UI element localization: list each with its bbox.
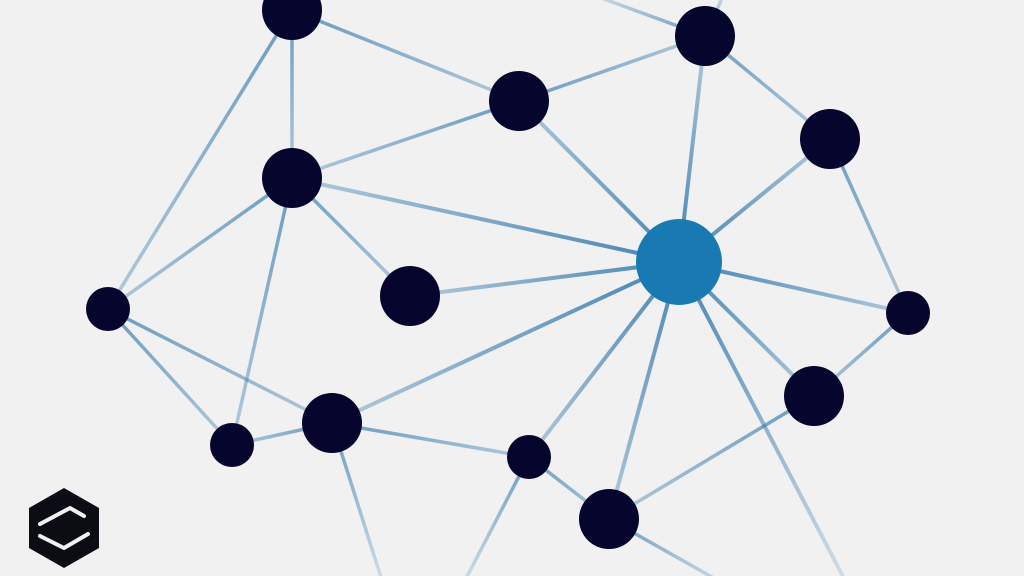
node-n-right-lower bbox=[784, 366, 844, 426]
edge-n-upper-center-to-n-left-center bbox=[290, 99, 521, 180]
edge-n-lower-center-to-offscreen-bottom-mid bbox=[465, 455, 531, 576]
nodes-layer bbox=[86, 0, 930, 549]
node-n-top-left bbox=[262, 0, 322, 40]
edge-n-right-upper-to-n-far-right bbox=[828, 137, 910, 315]
edge-n-lower-left-to-n-lower-center bbox=[330, 421, 531, 459]
node-n-lower-center bbox=[507, 435, 551, 479]
node-n-left-center bbox=[262, 148, 322, 208]
node-n-center bbox=[380, 266, 440, 326]
edge-n-top-left-to-n-upper-center bbox=[290, 8, 521, 103]
edge-n-far-left-to-n-small-left bbox=[106, 307, 234, 447]
node-n-small-left bbox=[210, 423, 254, 467]
edge-hub-to-n-bottom-center bbox=[607, 260, 681, 521]
edge-n-far-left-to-n-lower-left bbox=[106, 307, 334, 425]
edge-n-left-center-to-n-small-left bbox=[230, 176, 294, 447]
edge-n-left-center-to-n-far-left bbox=[106, 176, 294, 311]
hub-node bbox=[636, 219, 722, 305]
cube-logo-icon bbox=[29, 488, 99, 568]
node-n-far-right bbox=[886, 291, 930, 335]
node-n-right-upper bbox=[800, 109, 860, 169]
node-n-bottom-center bbox=[579, 489, 639, 549]
edge-n-top-left-to-n-far-left bbox=[106, 8, 294, 311]
node-n-top-right bbox=[675, 6, 735, 66]
edge-hub-to-n-left-center bbox=[290, 176, 681, 264]
edge-n-right-lower-to-n-bottom-center bbox=[607, 394, 816, 521]
edge-n-upper-center-to-n-top-right bbox=[517, 34, 707, 103]
node-n-lower-left bbox=[302, 393, 362, 453]
node-n-upper-center bbox=[489, 71, 549, 131]
node-n-far-left bbox=[86, 287, 130, 331]
edge-hub-to-n-center bbox=[408, 260, 681, 298]
edge-hub-to-n-lower-left bbox=[330, 260, 681, 425]
